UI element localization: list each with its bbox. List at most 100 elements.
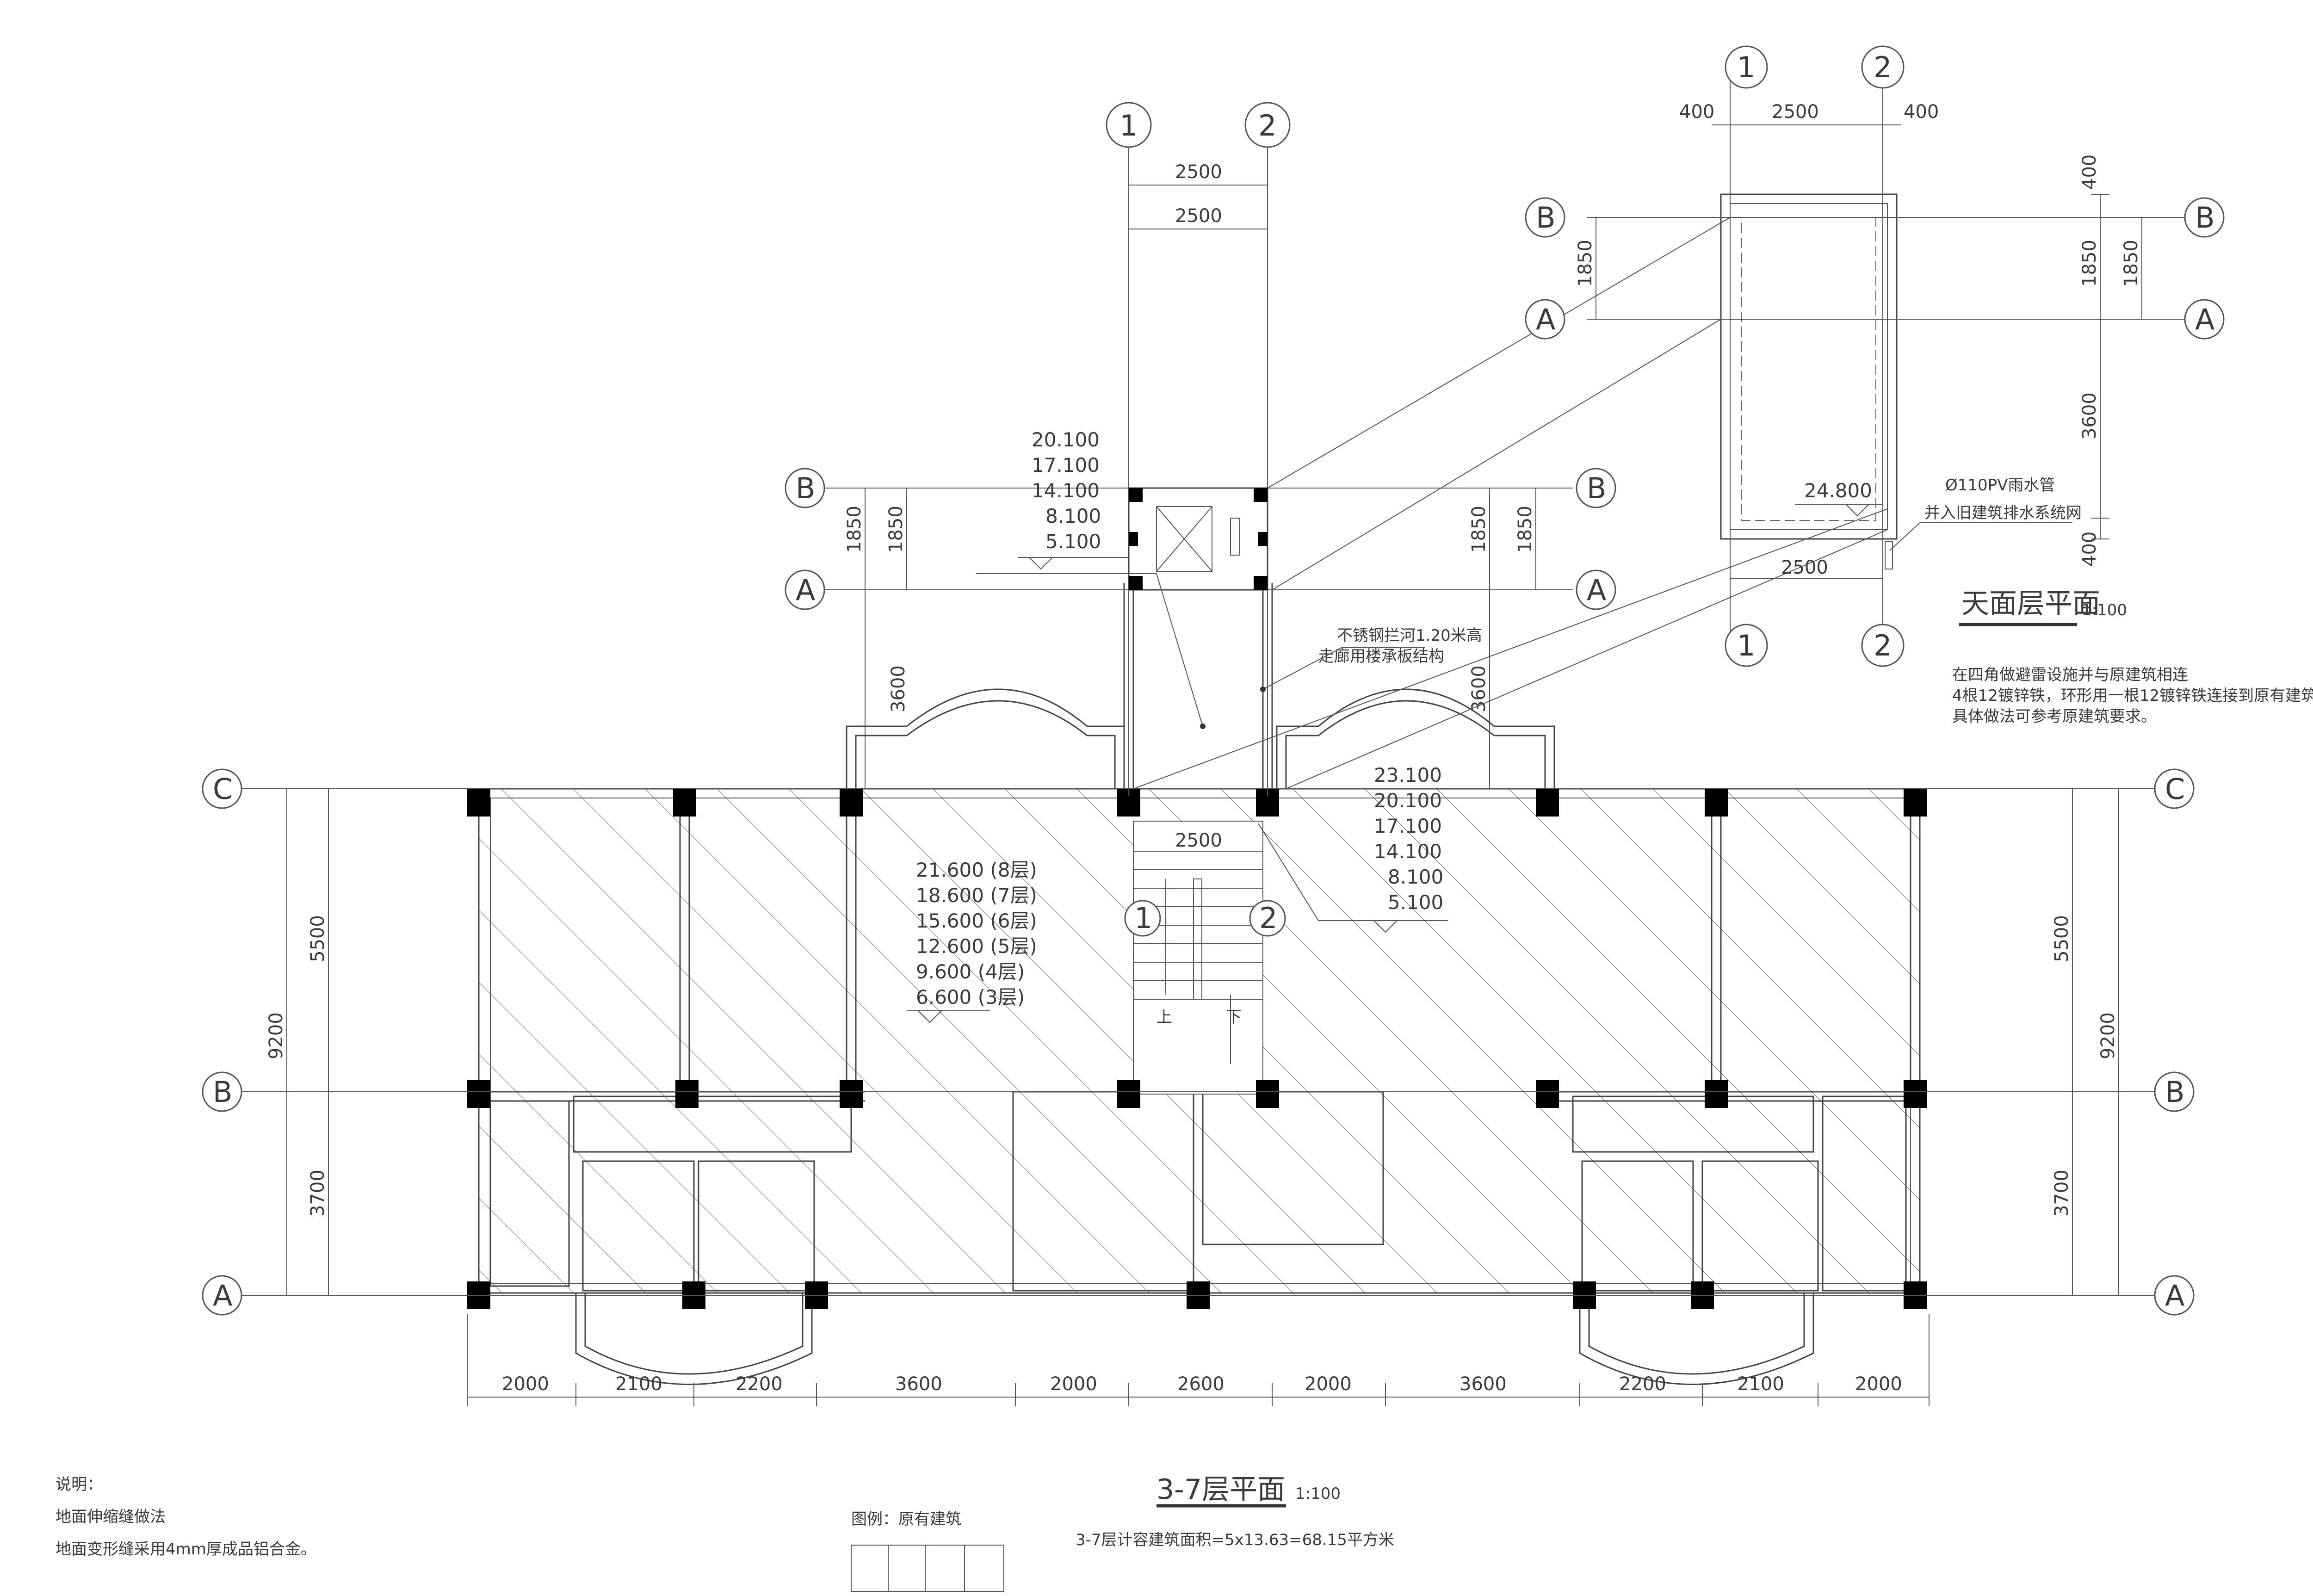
bottom-dim-3: 3600 <box>895 1373 942 1395</box>
corridor-axis-right-b-bubble <box>1576 468 1616 508</box>
right-elevations: 23.100 20.100 17.100 14.100 8.100 5.100 <box>1258 764 1448 933</box>
lift-car <box>1156 506 1212 572</box>
roof-dim-top-2: 400 <box>1904 101 1939 123</box>
corridor-axis-right-a-bubble <box>1576 569 1616 610</box>
bottom-dim-8: 2200 <box>1619 1373 1666 1395</box>
roof-axis-right-b-bubble <box>2184 197 2225 238</box>
main-right-dim-5500: 5500 <box>2051 915 2072 962</box>
corridor-left-dims <box>856 488 916 789</box>
notes-heading: 说明： <box>56 1475 103 1494</box>
corridor-right-dims <box>1480 488 1545 789</box>
corridor-axis-2-bubble <box>1244 102 1291 148</box>
roof-dim-bottom: 2500 <box>1781 557 1828 578</box>
main-right-dim-3700: 3700 <box>2051 1169 2072 1217</box>
roof-axis-bottom-1: 1 <box>1737 629 1755 662</box>
roof-axis-bottom-1-bubble <box>1725 624 1768 667</box>
roof-leader-lines <box>1133 217 1888 789</box>
bottom-dim-5: 2600 <box>1177 1373 1225 1395</box>
bottom-dim-1: 2100 <box>615 1373 662 1395</box>
corridor-elevation-1: 17.100 <box>1032 454 1100 476</box>
roof-plan: 400 2500 400 2500 1 2 1 2 B A B A 1850 <box>1133 45 2313 789</box>
stair-up-label: 上 <box>1156 1008 1172 1027</box>
bottom-dim-4: 2000 <box>1050 1373 1097 1395</box>
stair <box>1133 821 1263 1095</box>
floor-elevation-6: 15.600 (6层) <box>916 909 1037 932</box>
corridor-left-dim-1: 1850 <box>885 506 907 553</box>
main-plan-title: 3-7层平面 <box>1156 1473 1285 1506</box>
main-axis-right-b: B <box>2165 1075 2185 1109</box>
corridor-axis-left-a-bubble <box>785 569 825 610</box>
corridor-dim-top-1: 2500 <box>1175 205 1222 227</box>
corridor-axis-right-a: A <box>1587 573 1606 607</box>
roof-note-2: 具体做法可参考原建筑要求。 <box>1952 707 2157 726</box>
corridor-plan: 2500 2500 1 2 1850 1850 3600 <box>785 102 1616 796</box>
main-axis-bubbles <box>202 768 2195 1316</box>
corridor-axis-left-b: B <box>796 471 816 505</box>
right-elevation-3: 14.100 <box>1374 840 1442 863</box>
roof-left-dim: 1850 <box>1575 240 1596 287</box>
stair-axis-2-label: 2 <box>1259 901 1277 935</box>
notes-line-1: 地面伸缩缝做法 <box>56 1508 166 1526</box>
right-elevation-5: 5.100 <box>1388 891 1443 914</box>
right-elevation-4: 8.100 <box>1388 866 1443 888</box>
corridor-axis-left-a: A <box>796 573 815 607</box>
stair-axis-1-bubble <box>1124 900 1161 937</box>
corridor-axis-left-b-bubble <box>785 468 825 508</box>
roof-plan-title: 天面层平面 <box>1961 588 2100 620</box>
stair-axis-2-bubble <box>1249 900 1286 937</box>
roof-axis-top-1-bubble <box>1725 45 1768 89</box>
roof-plan-scale: 1:100 <box>2082 601 2127 619</box>
main-axis-right-a: A <box>2165 1279 2184 1312</box>
main-axis-left-b: B <box>213 1075 233 1109</box>
main-right-dims <box>2063 788 2128 1296</box>
corridor-left-dim-2: 3600 <box>888 665 909 712</box>
stair-down-label: 下 <box>1226 1008 1242 1027</box>
corridor-axis-right-b: B <box>1587 471 1607 505</box>
corridor-elevation-3: 8.100 <box>1045 505 1101 527</box>
roof-right-dim-3: 3600 <box>2079 392 2100 439</box>
corridor-axis-1-bubble <box>1106 102 1152 148</box>
roof-left-dims <box>1587 217 1605 320</box>
roof-axis-top-2-bubble <box>1861 45 1905 89</box>
main-left-dim-3700: 3700 <box>307 1169 328 1217</box>
corridor-right-dim-2: 3600 <box>1468 665 1490 712</box>
corridor-note-1: 不锈钢拦河1.20米高 <box>1337 626 1482 645</box>
roof-pipe-note-2: 并入旧建筑排水系统网 <box>1924 504 2082 522</box>
general-notes: 说明： 地面伸缩缝做法 地面变形缝采用4mm厚成品铝合金。 <box>56 1475 316 1559</box>
corridor-left-dim-0: 1850 <box>844 506 865 553</box>
bottom-dim-2: 2200 <box>736 1373 783 1395</box>
main-axis-right-c: C <box>2165 772 2185 806</box>
floor-elevation-3: 6.600 (3层) <box>916 986 1025 1008</box>
legend-swatch <box>851 1545 1004 1592</box>
roof-axis-top-1: 1 <box>1737 50 1755 84</box>
main-right-dim-9200: 9200 <box>2097 1012 2119 1059</box>
corridor-right-dim-0: 1850 <box>1468 506 1490 553</box>
floor-elevations: 21.600 (8层) 18.600 (7层) 15.600 (6层) 12.6… <box>907 859 1037 1023</box>
corridor-elevation-2: 14.100 <box>1032 479 1100 502</box>
roof-right-dim-0: 400 <box>2079 155 2100 190</box>
right-elevation-0: 23.100 <box>1374 764 1442 786</box>
roof-axis-right-a: A <box>2195 303 2214 336</box>
roof-axis-left-b-bubble <box>1525 197 1565 238</box>
roof-note-0: 在四角做避雷设施并与原建筑相连 <box>1952 666 2188 684</box>
bottom-dim-6: 2000 <box>1305 1373 1352 1395</box>
roof-right-dim-1: 1850 <box>2079 240 2100 287</box>
roof-right-dim-2: 1850 <box>2121 240 2142 287</box>
interior-walls <box>479 688 1921 1385</box>
roof-axis-lines <box>1591 79 2216 638</box>
main-bottom-dims <box>467 1314 1930 1406</box>
roof-right-dims <box>2091 194 2142 539</box>
corridor-walls <box>1123 583 1273 789</box>
bottom-dim-9: 2100 <box>1737 1373 1784 1395</box>
bottom-dim-0: 2000 <box>502 1373 549 1395</box>
corridor-elevation-4: 5.100 <box>1045 530 1101 553</box>
main-axis-lines <box>241 788 2170 1296</box>
corridor-dim-top-0: 2500 <box>1175 161 1222 183</box>
main-plan-scale: 1:100 <box>1295 1485 1341 1503</box>
main-left-dims <box>278 788 338 1296</box>
roof-right-dim-4: 400 <box>2079 532 2100 567</box>
floor-elevation-8: 21.600 (8层) <box>916 859 1037 881</box>
roof-axis-left-a-bubble <box>1525 299 1565 340</box>
stair-axis-1-label: 1 <box>1134 901 1152 935</box>
